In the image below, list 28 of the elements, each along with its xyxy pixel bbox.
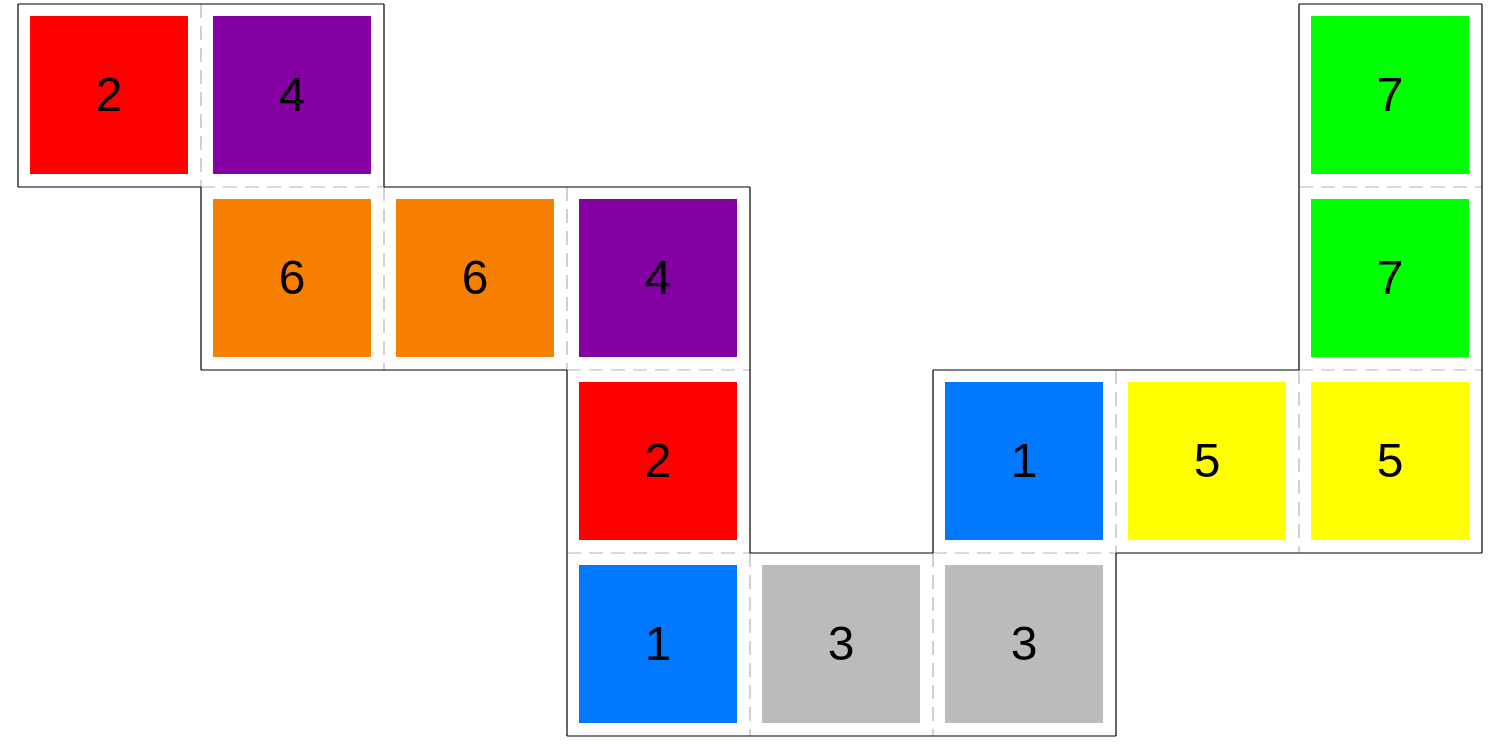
colored-tile	[213, 199, 371, 357]
tile-number: 5	[1376, 437, 1404, 485]
colored-tile	[396, 199, 554, 357]
tile-number: 3	[1010, 620, 1038, 668]
colored-tile	[30, 16, 188, 174]
colored-tile	[579, 382, 737, 540]
tile-number: 4	[644, 254, 672, 302]
tile-number: 4	[278, 71, 306, 119]
tile-number: 2	[95, 71, 123, 119]
tile-number: 5	[1193, 437, 1221, 485]
colored-tile	[945, 565, 1103, 723]
tile-number: 7	[1376, 71, 1404, 119]
tile-number: 2	[644, 437, 672, 485]
colored-tile	[579, 199, 737, 357]
colored-tile	[579, 565, 737, 723]
colored-tile	[1128, 382, 1286, 540]
colored-tile	[1311, 199, 1469, 357]
colored-tile	[1311, 16, 1469, 174]
tile-number: 1	[644, 620, 672, 668]
colored-tile	[762, 565, 920, 723]
tile-number: 6	[278, 254, 306, 302]
colored-tile	[1311, 382, 1469, 540]
tile-number: 7	[1376, 254, 1404, 302]
colored-tile	[945, 382, 1103, 540]
colored-tile	[213, 16, 371, 174]
tile-number: 3	[827, 620, 855, 668]
tile-number: 6	[461, 254, 489, 302]
tile-number: 1	[1010, 437, 1038, 485]
